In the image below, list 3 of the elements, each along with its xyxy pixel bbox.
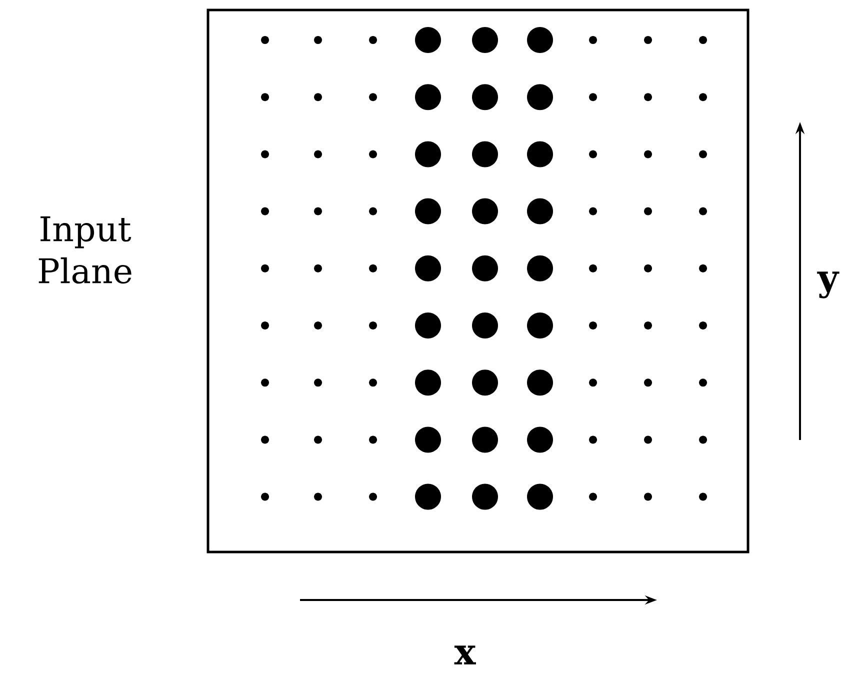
plane-label: Input Plane (38, 216, 132, 284)
axis-label: y (817, 272, 840, 298)
axis-label: x (454, 646, 476, 664)
